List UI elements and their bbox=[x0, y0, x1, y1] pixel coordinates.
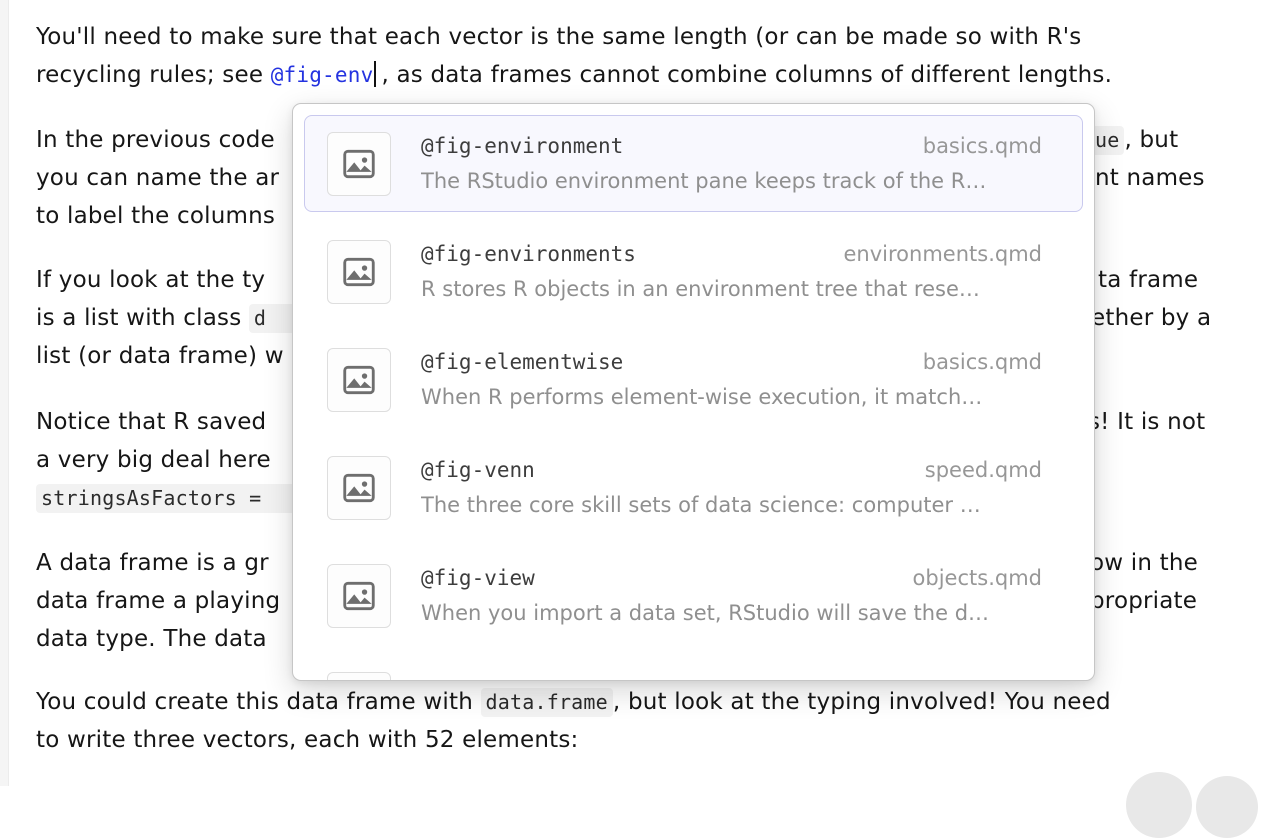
image-icon bbox=[327, 239, 391, 304]
completion-file: basics.qmd bbox=[922, 349, 1042, 374]
prose-fragment: , as data frames cannot combine columns … bbox=[381, 62, 1113, 88]
text-cursor bbox=[374, 61, 377, 87]
completion-description: When R performs element-wise execution, … bbox=[421, 384, 983, 409]
inline-code: stringsAsFactors = bbox=[36, 484, 300, 513]
prose-line: s! It is not bbox=[1088, 409, 1206, 435]
prose-line: data frame a playing bbox=[36, 588, 281, 614]
completion-file: speed.qmd bbox=[924, 457, 1042, 482]
prose-fragment: , but bbox=[1124, 127, 1179, 153]
prose-line: ta frame bbox=[1098, 267, 1199, 293]
prose-line: you can name the ar bbox=[36, 165, 280, 191]
completion-file: objects.qmd bbox=[912, 565, 1042, 590]
completion-item-fig-venn[interactable]: @fig-venn speed.qmd The three core skill… bbox=[304, 439, 1083, 536]
prose-line: A data frame is a gr bbox=[36, 550, 269, 576]
prose-line: to label the columns bbox=[36, 203, 276, 229]
completion-description: R stores R objects in an environment tre… bbox=[421, 276, 980, 301]
image-icon bbox=[327, 563, 391, 628]
completion-item-fig-environments[interactable]: @fig-environments environments.qmd R sto… bbox=[304, 223, 1083, 320]
prose-line: a very big deal here bbox=[36, 447, 271, 473]
completion-item-fig-elementwise[interactable]: @fig-elementwise basics.qmd When R perfo… bbox=[304, 331, 1083, 428]
completion-file: basics.qmd bbox=[922, 133, 1042, 158]
fab-button-right[interactable] bbox=[1196, 776, 1258, 838]
fab-button-left[interactable] bbox=[1126, 772, 1192, 838]
prose-line: list (or data frame) w bbox=[36, 343, 284, 369]
completion-item-fig-environment[interactable]: @fig-environment basics.qmd The RStudio … bbox=[304, 115, 1083, 212]
completion-description: The three core skill sets of data scienc… bbox=[421, 492, 981, 517]
prose-line: ow in the bbox=[1090, 550, 1199, 576]
image-icon bbox=[327, 131, 391, 196]
prose-line: In the previous code bbox=[36, 127, 275, 153]
prose-line: If you look at the ty bbox=[36, 267, 266, 293]
prose-line: You could create this data frame with da… bbox=[36, 687, 1111, 717]
image-icon bbox=[327, 347, 391, 412]
prose-fragment: is a list with class bbox=[36, 305, 249, 331]
prose-fragment: recycling rules; see bbox=[36, 62, 271, 88]
prose-line: to write three vectors, each with 52 ele… bbox=[36, 727, 579, 753]
completion-label: @fig-environments bbox=[421, 241, 636, 266]
inline-code: ue bbox=[1090, 126, 1125, 155]
completion-label: @fig-elementwise bbox=[421, 349, 624, 374]
prose-line: You'll need to make sure that each vecto… bbox=[36, 24, 1082, 50]
prose-fragment: You could create this data frame with bbox=[36, 689, 481, 715]
completion-description: The RStudio environment pane keeps track… bbox=[421, 168, 987, 193]
crossref-completion-popup: @fig-environment basics.qmd The RStudio … bbox=[292, 103, 1095, 681]
completion-item-partial[interactable]: @fig- bbox=[304, 655, 1083, 680]
completion-label: @fig-environment bbox=[421, 133, 624, 158]
prose-line: recycling rules; see @fig-env , as data f… bbox=[36, 60, 1112, 90]
prose-line: is a list with class d bbox=[36, 303, 305, 333]
inline-code: data.frame bbox=[480, 688, 613, 717]
completion-item-fig-view[interactable]: @fig-view objects.qmd When you import a … bbox=[304, 547, 1083, 644]
prose-line: ue, but bbox=[1090, 125, 1178, 155]
prose-line: Notice that R saved bbox=[36, 409, 267, 435]
prose-line: nt names bbox=[1095, 165, 1205, 191]
prose-fragment: , but look at the typing involved! You n… bbox=[612, 689, 1111, 715]
crossref-typed-text[interactable]: @fig-env bbox=[270, 63, 374, 87]
prose-line: ether by a bbox=[1091, 305, 1212, 331]
prose-line: propriate bbox=[1090, 588, 1198, 614]
completion-label: @fig-view bbox=[421, 565, 535, 590]
completion-file: environments.qmd bbox=[843, 241, 1042, 266]
prose-line: data type. The data bbox=[36, 626, 267, 652]
editor-gutter bbox=[0, 0, 9, 786]
image-icon bbox=[327, 455, 391, 520]
image-icon bbox=[327, 671, 391, 680]
prose-line: stringsAsFactors = bbox=[36, 483, 300, 513]
completion-label: @fig-venn bbox=[421, 457, 535, 482]
completion-description: When you import a data set, RStudio will… bbox=[421, 600, 990, 625]
